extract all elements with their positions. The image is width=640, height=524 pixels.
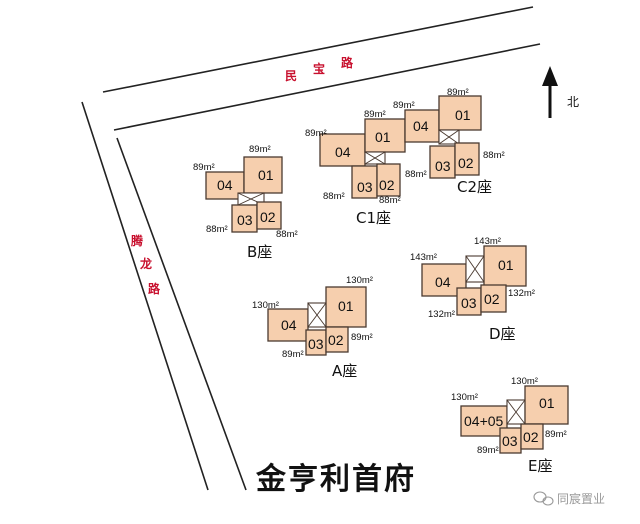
building-c2-unit-01-label: 01 bbox=[455, 107, 471, 123]
building-a-name: A座 bbox=[332, 362, 357, 380]
watermark: 同宸置业 bbox=[533, 491, 605, 506]
building-a-area-02: 89m² bbox=[351, 332, 373, 343]
building-b-unit-02-label: 02 bbox=[260, 209, 276, 225]
building-a: 04 01 03 02 130m² 130m² 89m² 89m² A座 bbox=[252, 275, 373, 380]
building-c1-unit-02 bbox=[376, 163, 401, 197]
tenglong-road: 腾 龙 路 bbox=[81, 101, 247, 491]
building-a-unit-01-label: 01 bbox=[338, 298, 354, 314]
building-e-name: E座 bbox=[528, 457, 552, 475]
building-a-unit-02-label: 02 bbox=[328, 332, 344, 348]
minbao-road: 民 宝 路 bbox=[102, 6, 541, 131]
building-c1-unit-01-label: 01 bbox=[375, 129, 391, 145]
north-label: 北 bbox=[567, 95, 579, 109]
building-c2-area-02: 88m² bbox=[483, 150, 505, 161]
building-a-area-04: 130m² bbox=[252, 300, 279, 311]
north-arrow-head-icon bbox=[542, 66, 558, 86]
building-d-unit-03-label: 03 bbox=[461, 295, 477, 311]
building-c2-area-03: 88m² bbox=[405, 169, 427, 180]
building-e-unit-04 bbox=[460, 405, 508, 437]
building-c2-unit-04-label: 04 bbox=[413, 118, 429, 134]
building-b-area-02: 88m² bbox=[276, 229, 298, 240]
building-e-unit-02 bbox=[520, 423, 544, 450]
building-b-area-03: 88m² bbox=[206, 224, 228, 235]
tenglong-road-char-2: 龙 bbox=[140, 256, 152, 271]
building-c1-area-03: 88m² bbox=[323, 191, 345, 202]
building-d-unit-04-label: 04 bbox=[435, 274, 451, 290]
minbao-road-char-3: 路 bbox=[341, 55, 354, 70]
building-d-unit-01-label: 01 bbox=[498, 257, 514, 273]
building-d: 04 01 03 02 143m² 143m² 132m² 132m² D座 bbox=[410, 236, 535, 343]
building-a-unit-02 bbox=[325, 326, 349, 353]
building-a-area-03: 89m² bbox=[282, 349, 304, 360]
building-b-name: B座 bbox=[247, 243, 272, 261]
minbao-road-char-1: 民 bbox=[285, 69, 297, 83]
building-c1-area-04: 89m² bbox=[305, 128, 327, 139]
building-e-area-04: 130m² bbox=[451, 392, 478, 403]
building-d-name: D座 bbox=[489, 325, 516, 343]
building-c2-area-04: 89m² bbox=[393, 100, 415, 111]
watermark-text: 同宸置业 bbox=[557, 491, 605, 506]
building-a-area-01: 130m² bbox=[346, 275, 373, 286]
building-c1-unit-02-label: 02 bbox=[379, 177, 395, 193]
building-b-unit-03 bbox=[231, 204, 258, 233]
building-c2-unit-02 bbox=[454, 142, 480, 176]
building-e-unit-03-label: 03 bbox=[502, 433, 518, 449]
building-c1-area-02: 88m² bbox=[379, 195, 401, 206]
building-d-area-04: 143m² bbox=[410, 252, 437, 263]
building-c2-unit-02-label: 02 bbox=[458, 155, 474, 171]
building-e-unit-04-label: 04+05 bbox=[464, 413, 504, 429]
building-e-area-02: 89m² bbox=[545, 429, 567, 440]
building-b: 04 01 03 02 89m² 89m² 88m² 88m² B座 bbox=[193, 144, 298, 261]
building-d-unit-01 bbox=[483, 245, 527, 287]
building-d-area-02: 132m² bbox=[508, 288, 535, 299]
building-c2-unit-01 bbox=[438, 95, 482, 131]
building-c2-name: C2座 bbox=[457, 178, 492, 196]
building-b-unit-01 bbox=[243, 156, 283, 194]
building-b-area-01: 89m² bbox=[249, 144, 271, 155]
building-c1-unit-03-label: 03 bbox=[357, 179, 373, 195]
building-d-area-01: 143m² bbox=[474, 236, 501, 247]
building-e-unit-02-label: 02 bbox=[523, 429, 539, 445]
building-c1-name: C1座 bbox=[356, 209, 391, 227]
building-a-unit-04-label: 04 bbox=[281, 317, 297, 333]
building-e-area-01: 130m² bbox=[511, 376, 538, 387]
building-a-unit-01 bbox=[325, 286, 367, 328]
minbao-road-char-2: 宝 bbox=[313, 61, 325, 76]
building-e: 04+05 01 03 02 130m² 130m² 89m² 89m² E座 bbox=[451, 376, 569, 475]
building-c2-area-01: 89m² bbox=[447, 87, 469, 98]
building-b-area-04: 89m² bbox=[193, 162, 215, 173]
building-e-area-03: 89m² bbox=[477, 445, 499, 456]
building-d-unit-02-label: 02 bbox=[484, 291, 500, 307]
building-b-unit-04 bbox=[205, 171, 245, 200]
building-e-unit-01-label: 01 bbox=[539, 395, 555, 411]
building-d-unit-02 bbox=[480, 284, 507, 313]
tenglong-road-char-3: 路 bbox=[148, 281, 161, 296]
project-title: 金亨利首府 bbox=[255, 462, 416, 497]
building-c1-area-01: 89m² bbox=[364, 109, 386, 120]
building-b-unit-04-label: 04 bbox=[217, 177, 233, 193]
building-c2-unit-03 bbox=[429, 145, 456, 179]
north-arrow: 北 bbox=[542, 66, 579, 118]
building-c1-unit-04-label: 04 bbox=[335, 144, 351, 160]
building-b-unit-03-label: 03 bbox=[237, 212, 253, 228]
building-a-unit-03-label: 03 bbox=[308, 336, 324, 352]
building-c2-unit-03-label: 03 bbox=[435, 158, 451, 174]
building-e-unit-01 bbox=[524, 385, 569, 425]
building-c: 04 01 03 02 04 01 03 02 89m² 89m² 88m² 8… bbox=[305, 87, 505, 227]
building-d-area-03: 132m² bbox=[428, 309, 455, 320]
wechat-icon bbox=[533, 491, 554, 506]
building-b-unit-01-label: 01 bbox=[258, 167, 274, 183]
tenglong-road-char-1: 腾 bbox=[130, 233, 144, 248]
building-b-unit-02 bbox=[256, 201, 282, 230]
